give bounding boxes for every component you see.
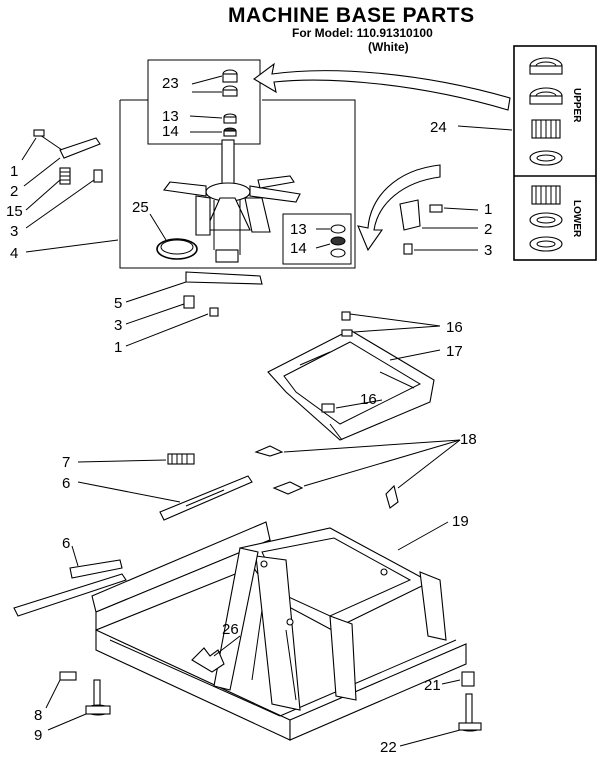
callout-7: 7 <box>62 454 70 471</box>
machine-base-frame <box>91 521 467 741</box>
callout-8: 8 <box>34 707 42 724</box>
arrow-lower-kit <box>357 164 441 252</box>
model-number: For Model: 110.91310100 <box>292 26 433 40</box>
callout-3-lower: 3 <box>114 317 122 334</box>
leveling-feet <box>59 671 482 732</box>
callout-23: 23 <box>162 75 179 92</box>
callout-17: 17 <box>446 343 463 360</box>
callout-2-left: 2 <box>10 183 18 200</box>
seal-kit-box <box>513 45 597 261</box>
callout-14-upper: 14 <box>162 123 179 140</box>
clip-parts <box>254 445 399 509</box>
callout-3-right: 3 <box>484 242 492 259</box>
callout-9: 9 <box>34 727 42 744</box>
tub-support-frame <box>267 311 435 441</box>
callout-24: 24 <box>430 119 447 136</box>
callout-1-left: 1 <box>10 163 18 180</box>
upper-kit-label: UPPER <box>571 88 582 123</box>
callout-13-upper: 13 <box>162 108 179 125</box>
callout-18: 18 <box>460 431 477 448</box>
callout-6-upper: 6 <box>62 475 70 492</box>
callout-3-left: 3 <box>10 223 18 240</box>
callout-15: 15 <box>6 203 23 220</box>
callout-2-right: 2 <box>484 221 492 238</box>
spring-part <box>167 453 195 465</box>
lower-kit-label: LOWER <box>571 200 582 238</box>
callout-22: 22 <box>380 739 397 756</box>
callout-25: 25 <box>132 199 149 216</box>
callout-5: 5 <box>114 295 122 312</box>
callout-16-lower: 16 <box>360 391 377 408</box>
callout-16-upper: 16 <box>446 319 463 336</box>
diagram-title: MACHINE BASE PARTS <box>228 4 475 27</box>
callout-21: 21 <box>424 677 441 694</box>
callout-1-lower: 1 <box>114 339 122 356</box>
leader-lines <box>21 75 513 747</box>
transmission-assembly <box>33 59 443 317</box>
callout-19: 19 <box>452 513 469 530</box>
callout-13-lower: 13 <box>290 221 307 238</box>
arrow-upper-kit <box>253 62 511 111</box>
callout-numbers: 23 13 14 24 1 2 15 3 25 4 1 2 3 13 14 5 … <box>6 75 492 756</box>
callout-6-lower: 6 <box>62 535 70 552</box>
callout-4: 4 <box>10 245 18 262</box>
callout-26: 26 <box>222 621 239 638</box>
callout-14-lower: 14 <box>290 240 307 257</box>
callout-1-right: 1 <box>484 201 492 218</box>
support-brackets <box>13 475 253 617</box>
color-variant: (White) <box>368 40 409 54</box>
